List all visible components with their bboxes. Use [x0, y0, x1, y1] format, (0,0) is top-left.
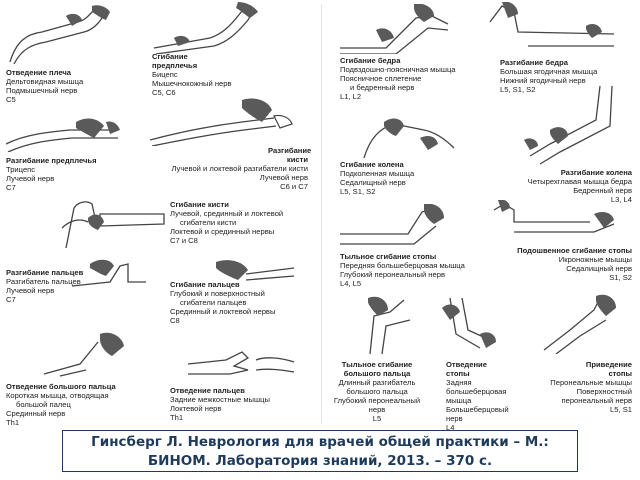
- caption-knee-flexion: Сгибание колена Подколенная мышца Седали…: [340, 160, 415, 196]
- arm-abduction-illustration: [6, 2, 116, 64]
- caption-plantar-flexion: Подошвенное сгибание стопы Икроножные мы…: [517, 246, 632, 282]
- caption-finger-extension: Разгибание пальцев Разгибатель пальцев Л…: [6, 268, 84, 304]
- thumb-abduction-illustration: [40, 330, 130, 380]
- caption-hip-extension: Разгибание бедра Большая ягодичная мышца…: [500, 58, 598, 94]
- citation-box: Гинсберг Л. Неврология для врачей общей …: [62, 430, 578, 472]
- knee-flexion-illustration: [360, 108, 460, 160]
- knee-extension-illustration: [520, 86, 620, 166]
- foot-inversion-illustration: [540, 290, 630, 354]
- caption-knee-extension: Разгибание колена Четырехглавая мышца бе…: [527, 168, 632, 204]
- finger-abduction-illustration: [186, 344, 296, 384]
- caption-foot-eversion: Отведение стопы Задняя большеберцовая мы…: [446, 360, 509, 432]
- elbow-flexion-illustration: [150, 2, 270, 54]
- hip-extension-illustration: [488, 2, 618, 54]
- caption-ankle-dorsiflexion: Тыльное сгибание стопы Передняя большебе…: [340, 252, 465, 288]
- ankle-dorsiflexion-illustration: [338, 204, 448, 248]
- citation-line-2: БИНОМ. Лаборатория знаний, 2013. – 370 с…: [147, 453, 493, 469]
- toe-dorsiflexion-illustration: [360, 296, 430, 356]
- caption-elbow-extension: Разгибание предплечья Трицепс Лучевой не…: [6, 156, 97, 192]
- caption-shoulder-abduction: Отведение плеча Дельтовидная мышца Подмы…: [6, 68, 84, 104]
- wrist-extension-illustration: [150, 96, 310, 146]
- caption-wrist-flexion: Сгибание кисти Лучевой, срединный и локт…: [170, 200, 284, 245]
- caption-hip-flexion: Сгибание бедра Подвздошно-поясничная мыш…: [340, 56, 456, 101]
- wrist-flexion-illustration: [60, 198, 170, 252]
- caption-toe-dorsiflexion: Тыльное сгибание большого пальца Длинный…: [333, 360, 421, 423]
- foot-eversion-illustration: [440, 294, 500, 356]
- hip-flexion-illustration: [336, 4, 456, 54]
- plantar-flexion-illustration: [490, 200, 620, 240]
- column-divider: [321, 4, 322, 424]
- caption-finger-flexion: Сгибание пальцев Глубокий и поверхностны…: [170, 280, 276, 325]
- finger-flexion-illustration: [186, 254, 296, 282]
- caption-elbow-flexion: Сгибание предплечья Бицепс Мышечнокожный…: [152, 52, 232, 97]
- citation-line-1: Гинсберг Л. Неврология для врачей общей …: [91, 434, 549, 450]
- finger-extension-illustration: [70, 256, 150, 290]
- caption-foot-inversion: Приведение стопы Перонеальные мышцы Пове…: [550, 360, 632, 414]
- elbow-extension-illustration: [6, 104, 126, 152]
- caption-finger-abduction: Отведение пальцев Задние межкостные мышц…: [170, 386, 270, 422]
- caption-wrist-extension: Разгибание кисти Лучевой и локтевой разг…: [171, 146, 312, 191]
- caption-title: Отведение плеча: [6, 68, 72, 77]
- caption-thumb-abduction: Отведение большого пальца Короткая мышца…: [6, 382, 116, 427]
